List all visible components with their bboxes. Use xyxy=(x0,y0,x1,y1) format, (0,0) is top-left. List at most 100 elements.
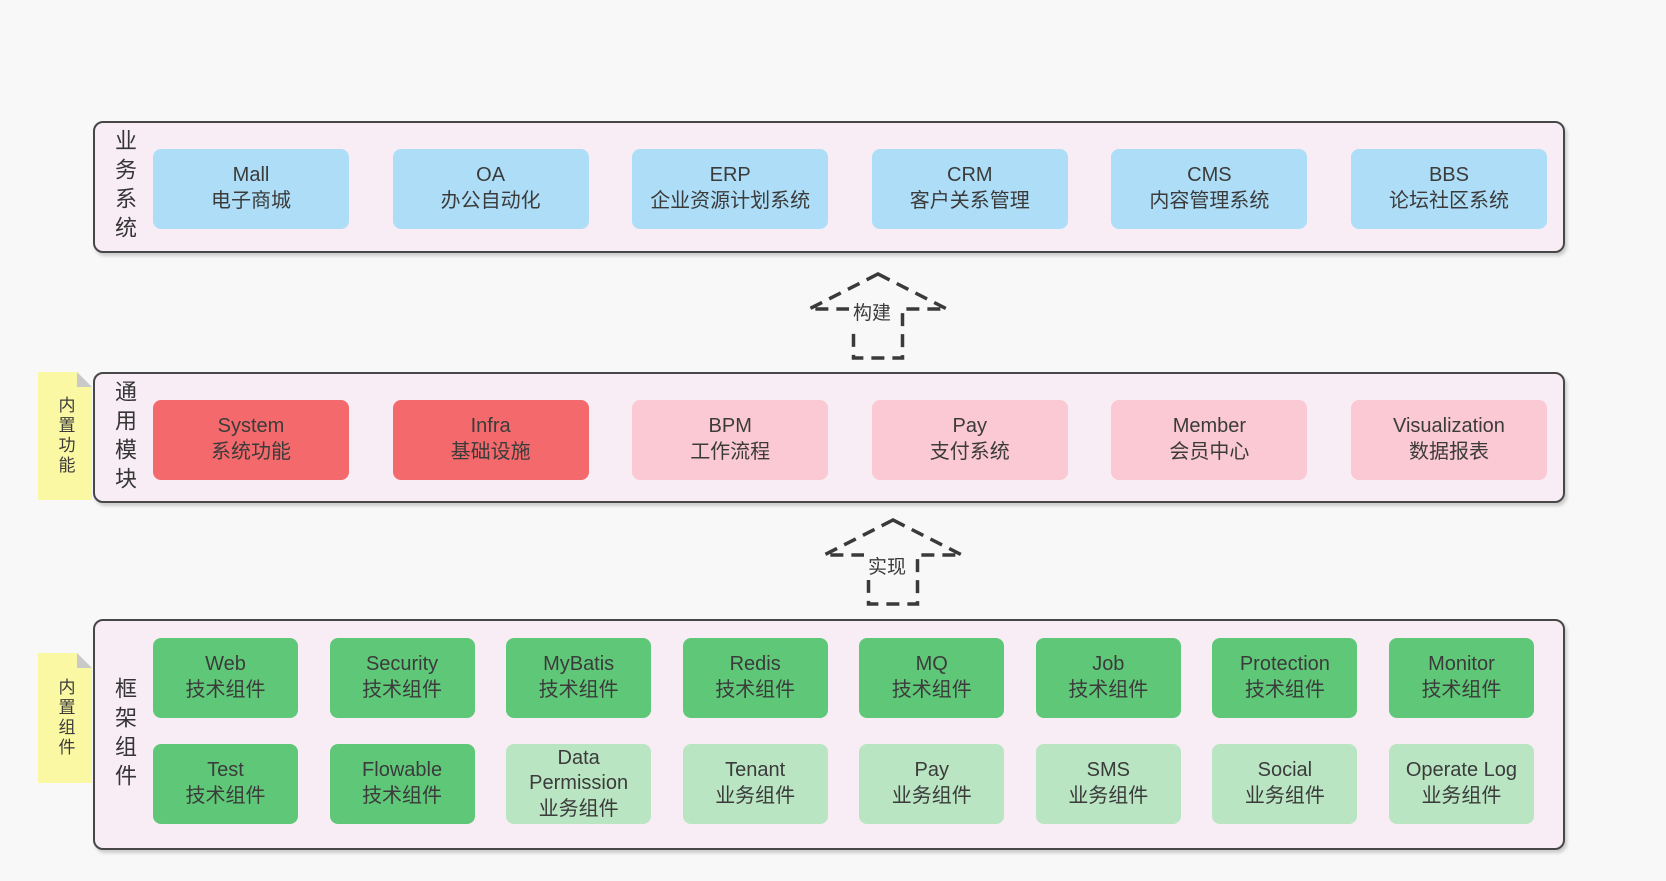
node-title: Visualization xyxy=(1393,415,1505,438)
node-infra: Infra 基础设施 xyxy=(392,400,589,480)
node-subtitle: 论坛社区系统 xyxy=(1388,190,1509,212)
node-title: Member xyxy=(1172,415,1247,438)
node-subtitle: 企业资源计划系统 xyxy=(650,190,811,212)
node-title: Operate Log xyxy=(1405,759,1518,782)
node-subtitle: 支付系统 xyxy=(929,441,1010,463)
node-title: Pay xyxy=(914,759,949,782)
arrow-build-label: 构建 xyxy=(849,297,896,326)
node-crm: CRM 客户关系管理 xyxy=(871,149,1068,229)
node-title: Infra xyxy=(470,415,511,438)
node-subtitle: 技术组件 xyxy=(1421,679,1502,701)
node-subtitle: 业务组件 xyxy=(1068,785,1149,807)
sticky-note-text: 内置功能 xyxy=(55,396,75,476)
node-system: System 系统功能 xyxy=(153,400,349,480)
node-oa: OA 办公自动化 xyxy=(392,149,589,229)
node-title: Protection xyxy=(1239,653,1330,676)
node-subtitle: 业务组件 xyxy=(1244,785,1325,807)
node-title: BBS xyxy=(1428,164,1469,187)
node-bpm: BPM 工作流程 xyxy=(632,400,829,480)
node-subtitle: 工作流程 xyxy=(690,441,771,463)
node-subtitle: 技术组件 xyxy=(362,785,443,807)
arrow-implement-label: 实现 xyxy=(864,551,911,580)
node-title: Tenant xyxy=(725,759,786,782)
node-monitor: Monitor 技术组件 xyxy=(1388,638,1534,718)
node-subtitle: 技术组件 xyxy=(362,679,443,701)
node-title: Web xyxy=(205,653,246,676)
node-subtitle: 内容管理系统 xyxy=(1149,190,1270,212)
node-title: Monitor xyxy=(1428,653,1495,676)
note-fold-corner-icon xyxy=(77,372,92,387)
node-title: OA xyxy=(476,164,506,187)
node-subtitle: 系统功能 xyxy=(211,441,291,463)
node-subtitle: 业务组件 xyxy=(715,785,796,807)
node-subtitle: 会员中心 xyxy=(1169,441,1250,463)
sticky-note-text: 内置组件 xyxy=(55,678,75,758)
node-title: Social xyxy=(1257,759,1313,782)
node-title: System xyxy=(217,415,285,438)
node-mq: MQ 技术组件 xyxy=(859,638,1005,718)
node-mybatis: MyBatis 技术组件 xyxy=(506,638,652,718)
node-title: ERP xyxy=(709,164,751,187)
node-subtitle: 业务组件 xyxy=(538,797,619,820)
node-title: Flowable xyxy=(362,759,443,782)
node-subtitle: 基础设施 xyxy=(450,441,531,463)
node-redis: Redis 技术组件 xyxy=(682,638,828,718)
node-title: SMS xyxy=(1086,759,1130,782)
node-title: Pay xyxy=(952,415,988,438)
node-operate-log: Operate Log 业务组件 xyxy=(1388,744,1534,824)
node-title: CRM xyxy=(947,164,993,187)
node-subtitle: 技术组件 xyxy=(891,679,972,701)
node-sms: SMS 业务组件 xyxy=(1035,744,1181,824)
node-flowable: Flowable 技术组件 xyxy=(329,744,475,824)
node-security: Security 技术组件 xyxy=(329,638,475,718)
layer-label: 业务系统 xyxy=(112,129,137,245)
node-title: Security xyxy=(365,653,439,676)
note-fold-corner-icon xyxy=(77,653,92,668)
box-row: System 系统功能 Infra 基础设施 BPM 工作流程 Pay 支付系统 Member 会… xyxy=(153,400,1547,480)
layer-business-systems: 业务系统 Mall 电子商城 OA 办公自动化 ERP 企业资源计划系统 CRM 客户关系管理… xyxy=(93,121,1565,253)
sticky-note-builtin-components: 内置组件 xyxy=(38,653,92,783)
node-subtitle: 技术组件 xyxy=(1068,679,1149,701)
node-subtitle: 技术组件 xyxy=(538,679,619,701)
arrow-up-implement-icon xyxy=(822,518,964,606)
layer-label: 框架组件 xyxy=(112,676,137,793)
node-member: Member 会员中心 xyxy=(1111,400,1308,480)
node-title: BPM xyxy=(708,415,752,438)
node-title: Mall xyxy=(232,164,270,187)
node-bbs: BBS 论坛社区系统 xyxy=(1350,149,1547,229)
node-subtitle: 业务组件 xyxy=(891,785,972,807)
node-subtitle: 技术组件 xyxy=(715,679,796,701)
node-erp: ERP 企业资源计划系统 xyxy=(632,149,829,229)
node-pay: Pay 支付系统 xyxy=(871,400,1068,480)
node-mall: Mall 电子商城 xyxy=(153,149,349,229)
sticky-note-builtin-features: 内置功能 xyxy=(38,372,92,500)
box-row: Mall 电子商城 OA 办公自动化 ERP 企业资源计划系统 CRM 客户关系管理 CMS 内容… xyxy=(153,149,1547,229)
node-test: Test 技术组件 xyxy=(153,744,298,824)
node-subtitle: 技术组件 xyxy=(185,785,266,807)
node-social: Social 业务组件 xyxy=(1212,744,1358,824)
node-tenant: Tenant 业务组件 xyxy=(682,744,828,824)
node-pay: Pay 业务组件 xyxy=(859,744,1005,824)
node-protection: Protection 技术组件 xyxy=(1212,638,1358,718)
node-subtitle: 电子商城 xyxy=(211,190,291,212)
node-title: MyBatis xyxy=(543,653,615,676)
node-subtitle: 数据报表 xyxy=(1408,441,1489,463)
node-title: MQ xyxy=(915,653,948,676)
node-title: Test xyxy=(207,759,244,782)
node-subtitle: 业务组件 xyxy=(1421,785,1502,807)
node-visualization: Visualization 数据报表 xyxy=(1350,400,1547,480)
node-cms: CMS 内容管理系统 xyxy=(1111,149,1308,229)
node-subtitle: 技术组件 xyxy=(185,679,266,701)
node-subtitle: 办公自动化 xyxy=(440,190,541,212)
node-web: Web 技术组件 xyxy=(153,638,298,718)
node-subtitle: 客户关系管理 xyxy=(909,190,1030,212)
node-title: CMS xyxy=(1187,164,1232,187)
node-subtitle: 技术组件 xyxy=(1244,679,1325,701)
node-title: Redis xyxy=(729,653,781,676)
